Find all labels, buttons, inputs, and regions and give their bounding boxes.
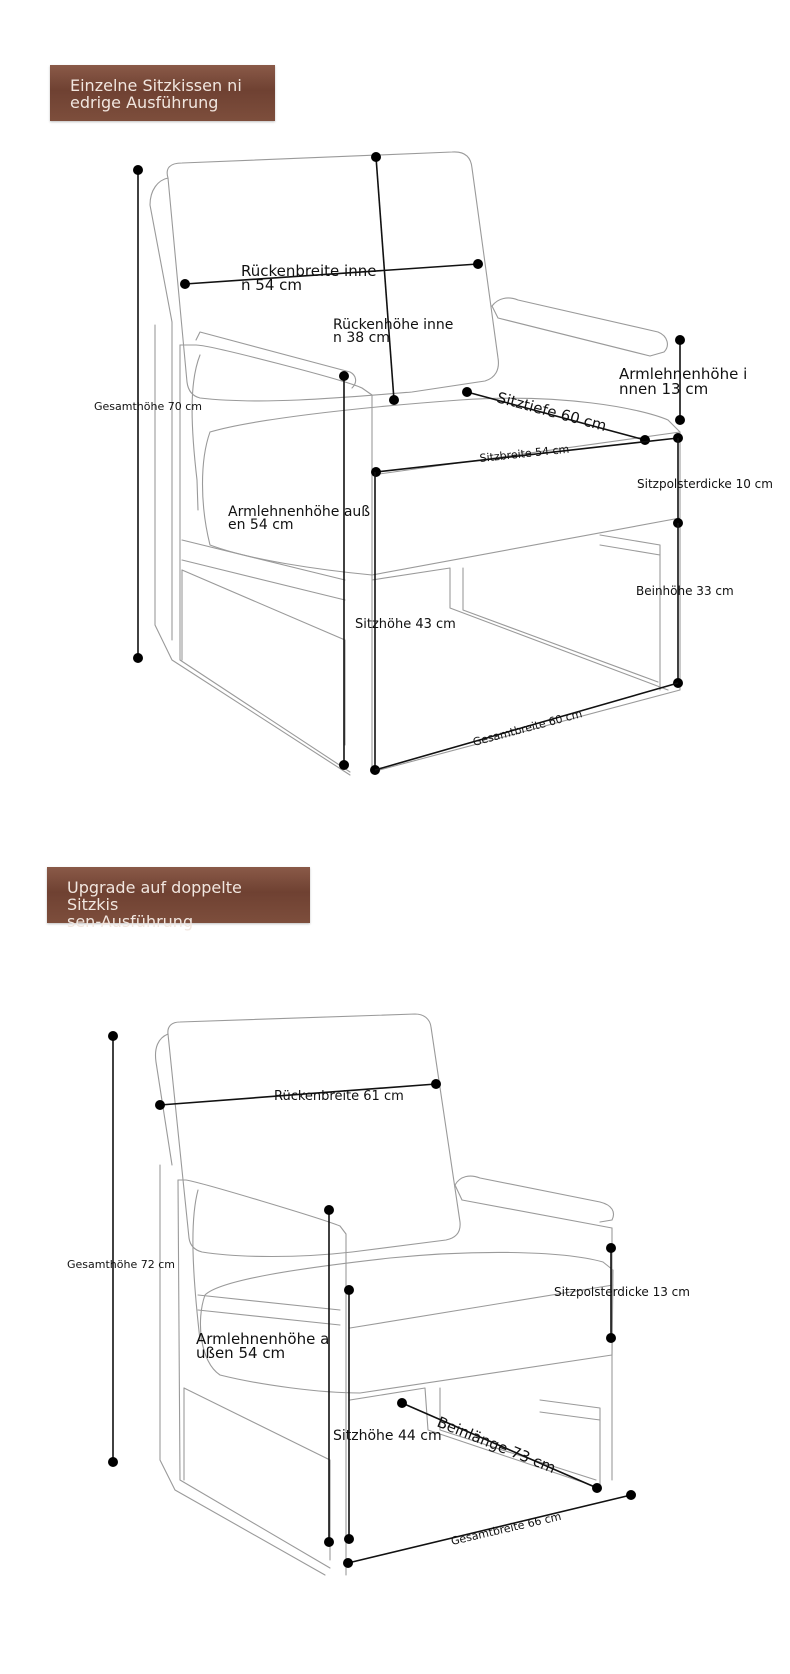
dim-point xyxy=(397,1398,407,1408)
dim-point xyxy=(606,1333,616,1343)
section-banner: Upgrade auf doppelte Sitzkis sen-Ausführ… xyxy=(47,867,310,930)
leg-length-label: Beinlänge 73 cm xyxy=(435,1413,559,1477)
seat-depth-line xyxy=(466,391,646,441)
armrest-outer-label: Armlehnenhöhe a xyxy=(196,1330,329,1348)
dim-point xyxy=(133,653,143,663)
dim-point xyxy=(473,259,483,269)
cushion-thickness-label: Sitzpolsterdicke 10 cm xyxy=(637,477,773,491)
seat-width-line xyxy=(375,437,679,473)
single-cushion-section: Einzelne Sitzkissen ni edrige Ausführung xyxy=(50,65,773,776)
dim-point xyxy=(675,415,685,425)
banner-line: edrige Ausführung xyxy=(70,93,219,112)
double-cushion-section: Upgrade auf doppelte Sitzkis sen-Ausführ… xyxy=(0,840,790,1674)
dim-point xyxy=(462,387,472,397)
dim-point xyxy=(155,1100,165,1110)
dim-point xyxy=(343,1558,353,1568)
seat-cushion xyxy=(199,1251,614,1394)
armrest-outer-label: Armlehnenhöhe auß xyxy=(228,504,370,520)
dimension-lines xyxy=(108,1031,636,1568)
dim-point xyxy=(626,1490,636,1500)
cushion-thickness-label: Sitzpolsterdicke 13 cm xyxy=(554,1285,690,1299)
chair-outline xyxy=(154,1013,615,1576)
back-width-label: Rückenbreite 61 cm xyxy=(274,1089,404,1104)
dimension-lines xyxy=(133,152,685,775)
right-arm xyxy=(454,1175,615,1223)
seat-depth-label: Sitztiefe 60 cm xyxy=(495,388,609,435)
dim-point xyxy=(133,165,143,175)
armrest-outer-label: ußen 54 cm xyxy=(196,1344,285,1362)
seat-cushion xyxy=(202,397,681,576)
back-height-label: n 38 cm xyxy=(333,330,390,346)
armrest-outer-label: en 54 cm xyxy=(228,517,294,533)
dim-point xyxy=(371,467,381,477)
dim-point xyxy=(606,1243,616,1253)
armrest-inner-label: Armlehnenhöhe i xyxy=(619,365,747,383)
total-width-label: Gesamtbreite 66 cm xyxy=(450,1510,563,1548)
total-width-line xyxy=(374,682,679,771)
chair-diagram: Gesamthöhe 72 cm Rückenbreite 61 cm Sitz… xyxy=(67,1013,690,1576)
back-width-line xyxy=(159,1083,437,1106)
dim-point xyxy=(675,335,685,345)
dim-point xyxy=(339,371,349,381)
seat-height-label: Sitzhöhe 44 cm xyxy=(333,1428,442,1444)
back-width-label: n 54 cm xyxy=(241,276,302,294)
right-arm xyxy=(491,297,668,357)
dim-point xyxy=(389,395,399,405)
dim-point xyxy=(344,1534,354,1544)
dim-point xyxy=(344,1285,354,1295)
back-cushion xyxy=(166,151,499,402)
dim-point xyxy=(371,152,381,162)
dim-point xyxy=(108,1031,118,1041)
left-frame xyxy=(159,1164,326,1576)
dim-point xyxy=(324,1205,334,1215)
dim-point xyxy=(592,1483,602,1493)
seat-width-label: Sitzbreite 54 cm xyxy=(479,443,570,465)
chair-outline xyxy=(149,151,681,776)
leg-length-line xyxy=(401,1402,598,1489)
left-frame xyxy=(154,324,351,776)
back-width-line xyxy=(184,263,479,285)
leg-height-label: Beinhöhe 33 cm xyxy=(636,584,734,598)
dim-point xyxy=(108,1457,118,1467)
dim-point xyxy=(324,1537,334,1547)
chair-diagram: Gesamthöhe 70 cm Rückenbreite inne n 54 … xyxy=(94,151,773,776)
back-height-label: Rückenhöhe inne xyxy=(333,317,453,333)
armrest-inner-label: nnen 13 cm xyxy=(619,380,708,398)
total-width-line xyxy=(347,1494,632,1564)
dim-point xyxy=(339,760,349,770)
dim-point xyxy=(640,435,650,445)
banner-line: sen-Ausführung xyxy=(67,912,194,931)
back-height-line xyxy=(375,156,395,401)
total-width-label: Gesamtbreite 60 cm xyxy=(471,707,583,749)
banner-line: Einzelne Sitzkissen ni xyxy=(70,76,242,95)
banner-line: Upgrade auf doppelte Sitzkis xyxy=(67,878,242,914)
back-cushion xyxy=(167,1013,461,1258)
total-height-label: Gesamthöhe 70 cm xyxy=(94,400,202,413)
back-width-label: Rückenbreite inne xyxy=(241,262,376,280)
section-banner: Einzelne Sitzkissen ni edrige Ausführung xyxy=(50,65,275,121)
seat-height-label: Sitzhöhe 43 cm xyxy=(355,617,456,632)
total-height-label: Gesamthöhe 72 cm xyxy=(67,1258,175,1271)
dim-point xyxy=(180,279,190,289)
dim-point xyxy=(431,1079,441,1089)
